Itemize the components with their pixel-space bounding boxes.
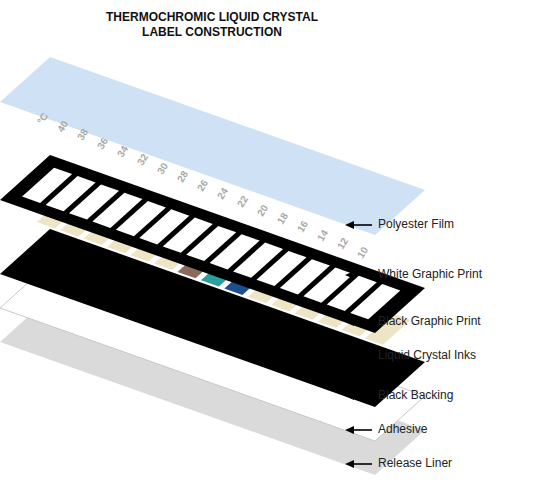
temperature-number: 26 (194, 177, 209, 192)
temperature-number: 10 (354, 244, 369, 259)
layer-label: Black Graphic Print (378, 314, 481, 329)
diagram-title: THERMOCHROMIC LIQUID CRYSTAL LABEL CONST… (92, 10, 332, 40)
temperature-number: 32 (134, 152, 149, 167)
arrow-head (345, 318, 354, 326)
layer-label: Release Liner (378, 456, 452, 471)
layer-label: Black Backing (378, 388, 453, 403)
layer-label: Adhesive (378, 422, 427, 437)
temperature-number: 24 (214, 186, 229, 201)
arrow-head (345, 460, 354, 468)
temperature-number: 14 (314, 228, 329, 243)
layer-label: Liquid Crystal Inks (378, 348, 476, 363)
temperature-number: 22 (234, 194, 249, 209)
leader-line (352, 321, 372, 323)
temperature-number: 16 (294, 219, 309, 234)
leader-line (352, 224, 372, 226)
layer-label: White Graphic Print (378, 267, 482, 282)
leader-line (352, 463, 372, 465)
layer-label: Polyester Film (378, 217, 454, 232)
polyester-film-layer (0, 57, 425, 235)
arrow-head (345, 221, 354, 229)
arrow-head (345, 392, 354, 400)
leader-line (352, 274, 372, 276)
leader-arrows (345, 221, 372, 468)
temperature-number: 18 (274, 211, 289, 226)
arrow-head (345, 352, 354, 360)
arrow-head (345, 426, 354, 434)
temperature-number: 30 (154, 161, 169, 176)
leader-line (352, 395, 372, 397)
leader-line (352, 429, 372, 431)
leader-line (352, 355, 372, 357)
arrow-head (345, 271, 354, 279)
temperature-number: 12 (334, 236, 349, 251)
temperature-number: 28 (174, 169, 189, 184)
temperature-number: 20 (254, 202, 269, 217)
